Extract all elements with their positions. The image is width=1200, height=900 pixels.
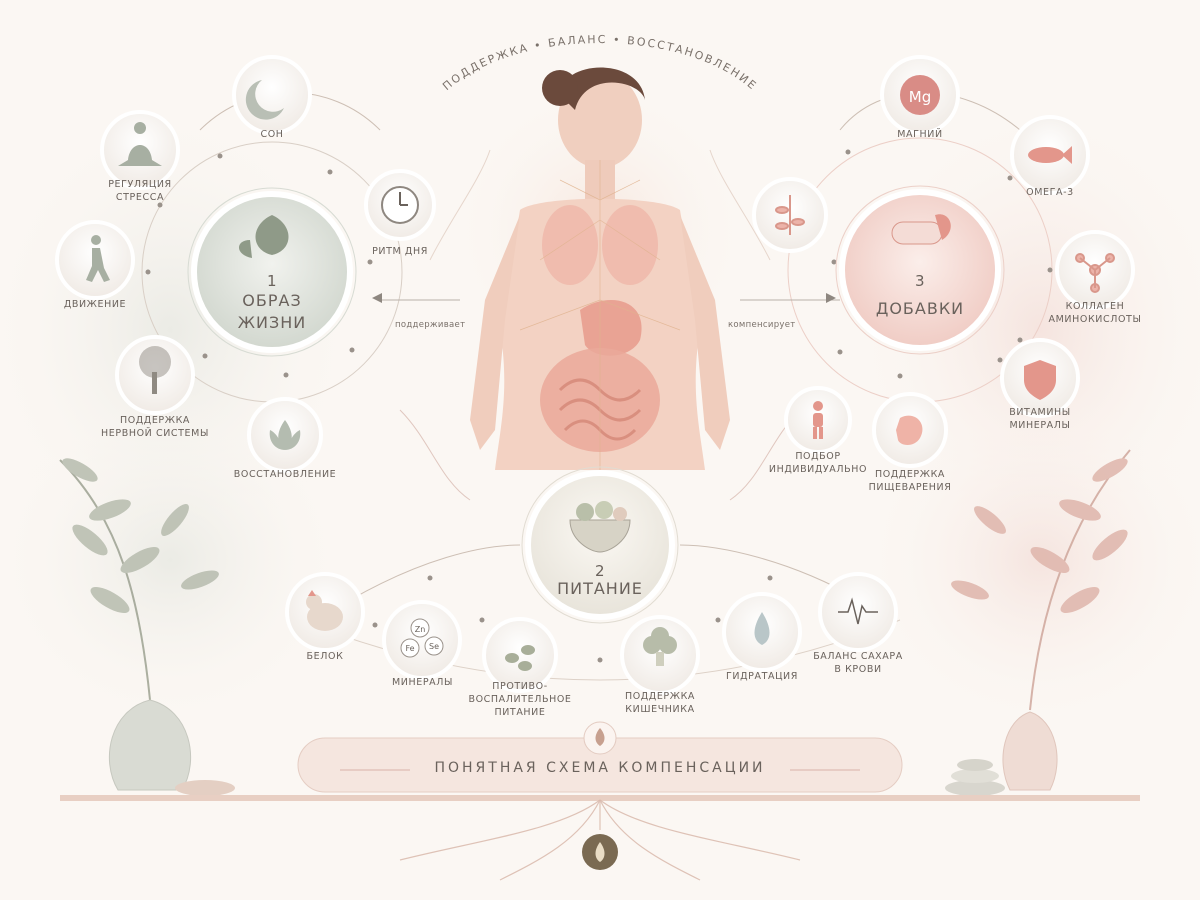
leaf-branch-icon	[775, 195, 805, 235]
stomach-icon	[896, 415, 923, 445]
tree-icon	[139, 346, 171, 394]
node-antiinflam: ПРОТИВО-ВОСПАЛИТЕЛЬНОЕ ПИТАНИЕ	[468, 681, 572, 718]
hub-nutrition-title: ПИТАНИЕ	[557, 579, 643, 598]
node-movement: ДВИЖЕНИЕ	[63, 299, 127, 310]
mineral-symbol-zn: Zn	[415, 625, 426, 634]
mineral-symbol-fe: Fe	[405, 644, 414, 653]
leaf-icon	[238, 215, 289, 258]
capsule-icon	[891, 214, 951, 245]
hub-lifestyle-number: 1	[266, 272, 278, 290]
node-gut: ПОДДЕРЖКА КИШЕЧНИКА	[624, 691, 696, 715]
footer-banner-text: ПОНЯТНАЯ СХЕМА КОМПЕНСАЦИИ	[434, 760, 766, 776]
node-rhythm: РИТМ ДНЯ	[372, 246, 428, 257]
hub-nutrition-number: 2	[594, 562, 606, 580]
node-collagen: КОЛЛАГЕН АМИНОКИСЛОТЫ	[1048, 301, 1142, 325]
fish-icon	[1028, 146, 1072, 164]
minerals-icon	[400, 618, 444, 658]
walking-icon	[86, 235, 110, 282]
node-sugar: БАЛАНС САХАРА В КРОВИ	[813, 651, 903, 675]
molecule-icon	[1075, 253, 1115, 293]
arc-header-text: ПОДДЕРЖКА • БАЛАНС • ВОССТАНОВЛЕНИЕ	[440, 33, 758, 93]
hub-lifestyle-title-line2: ЖИЗНИ	[237, 313, 307, 332]
connector-compensates: компенсирует	[728, 320, 796, 330]
hub-supplements-number: 3	[914, 272, 926, 290]
lotus-icon	[269, 420, 301, 450]
shield-icon	[1024, 360, 1056, 400]
moon-icon	[245, 80, 284, 120]
drop-icon	[754, 612, 770, 645]
svg-text:ПОДДЕРЖКА • БАЛАНС • ВОССТАНОВ: ПОДДЕРЖКА • БАЛАНС • ВОССТАНОВЛЕНИЕ	[440, 33, 760, 93]
node-magnesium: МАГНИЙ	[897, 129, 943, 140]
node-individual: ПОДБОР ИНДИВИДУАЛЬНО	[768, 451, 868, 475]
node-stress: РЕГУЛЯЦИЯ СТРЕССА	[108, 179, 172, 203]
magnesium-badge	[900, 75, 940, 115]
broccoli-icon	[643, 627, 677, 666]
node-nervous: ПОДДЕРЖКА НЕРВНОЙ СИСТЕМЫ	[101, 415, 209, 439]
plant-right	[951, 449, 1131, 711]
body-figure	[470, 67, 730, 470]
person-icon	[813, 401, 823, 439]
node-minerals: МИНЕРАЛЫ	[391, 677, 453, 688]
mineral-symbol-se: Se	[429, 642, 439, 651]
olive-icon	[505, 645, 535, 671]
node-omega: ОМЕГА-3	[1026, 187, 1074, 198]
node-sleep: СОН	[260, 129, 284, 140]
bowl-icon	[569, 501, 631, 553]
hub-lifestyle-title-line1: ОБРАЗ	[242, 291, 302, 310]
node-vitamins: ВИТАМИНЫ МИНЕРАЛЫ	[1009, 407, 1071, 431]
plant-left	[59, 458, 219, 701]
meditation-icon	[118, 122, 162, 166]
clock-icon	[381, 186, 419, 224]
chicken-icon	[306, 590, 343, 631]
hub-supplements-title: ДОБАВКИ	[875, 299, 965, 318]
node-hydration: ГИДРАТАЦИЯ	[726, 671, 798, 682]
pulse-icon	[838, 597, 878, 625]
connector-supports: поддерживает	[395, 320, 466, 330]
node-recovery: ВОССТАНОВЛЕНИЕ	[233, 469, 337, 480]
hub-lifestyle-title: ОБРАЗ ЖИЗНИ	[212, 290, 332, 334]
node-digestion: ПОДДЕРЖКА ПИЩЕВАРЕНИЯ	[868, 469, 952, 493]
magnesium-symbol: Mg	[909, 88, 931, 106]
node-protein: БЕЛОК	[306, 651, 344, 662]
